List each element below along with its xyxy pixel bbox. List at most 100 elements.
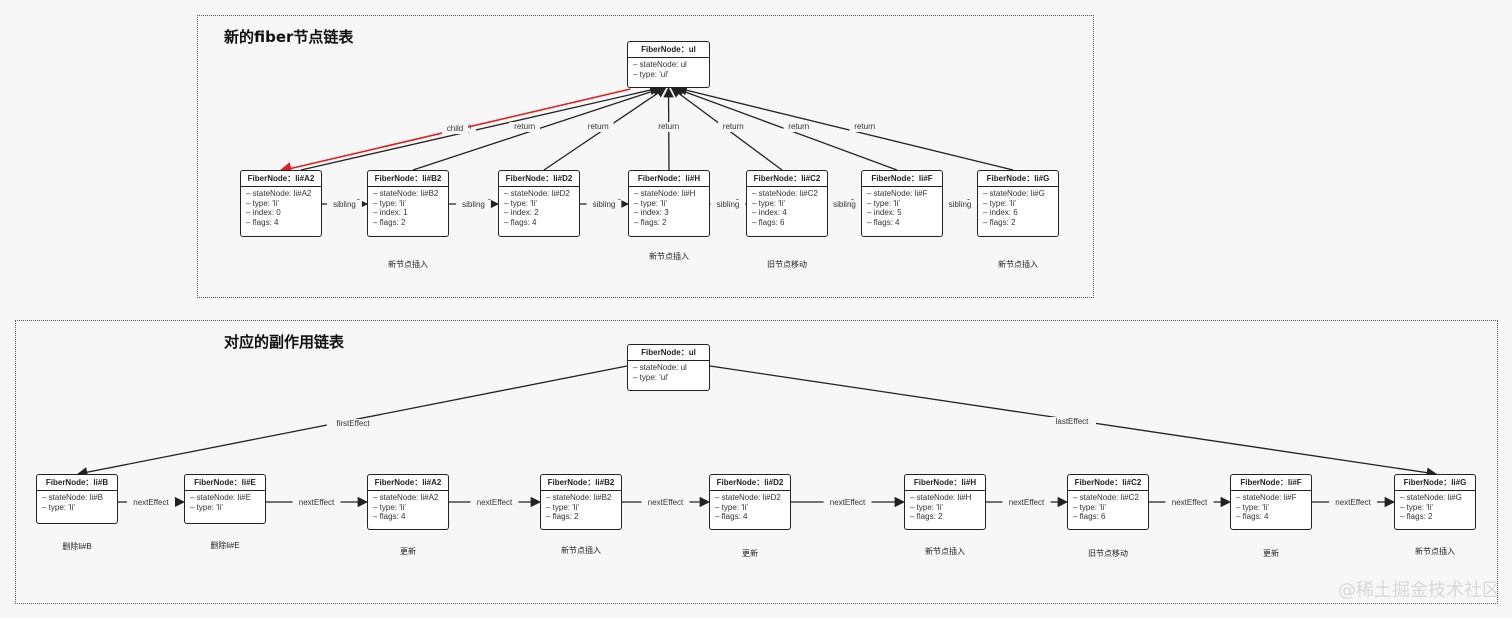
node-property: – type: 'li' — [634, 198, 667, 208]
effect-node-h: FiberNode：li#H– stateNode: li#H– type: '… — [904, 474, 986, 530]
return-label-bg — [849, 122, 880, 132]
effect-caption: 更新 — [1263, 549, 1279, 558]
node-property: – type: 'li' — [373, 198, 406, 208]
node-property: – type: 'li' — [1073, 502, 1106, 512]
sibling-label: sibling — [333, 200, 356, 209]
effect-node-f: FiberNode：li#F– stateNode: li#F– type: '… — [1230, 474, 1312, 530]
node-property: – flags: 6 — [1073, 512, 1106, 522]
node-property: – stateNode: li#G — [983, 188, 1045, 198]
fiber-node-ul: FiberNode：ul– stateNode: ul– type: 'ul' — [627, 41, 710, 88]
node-property: – stateNode: li#F — [867, 188, 928, 198]
node-property: – type: 'li' — [867, 198, 900, 208]
node-title: FiberNode：li#G — [1395, 475, 1475, 491]
node-property: – stateNode: li#F — [1236, 492, 1297, 502]
last-effect-label: lastEffect — [1056, 417, 1090, 426]
next-effect-label-bg — [823, 498, 872, 508]
return-label: return — [588, 122, 609, 131]
sibling-label-bg — [456, 200, 491, 210]
sibling-label: sibling — [833, 200, 856, 209]
next-effect-label-bg — [1002, 498, 1051, 508]
node-property: – type: 'li' — [42, 502, 75, 512]
effect-node-g: FiberNode：li#G– stateNode: li#G– type: '… — [1394, 474, 1476, 530]
node-property: – type: 'li' — [1236, 502, 1269, 512]
node-title: FiberNode：li#A2 — [241, 171, 321, 187]
new-fiber-title: 新的fiber节点链表 — [224, 28, 354, 46]
node-property: – flags: 2 — [546, 512, 579, 522]
node-property: – flags: 2 — [634, 218, 667, 228]
node-property: – flags: 4 — [373, 512, 406, 522]
node-property: – type: 'li' — [504, 198, 537, 208]
return-label: return — [723, 122, 744, 131]
node-property: – flags: 4 — [867, 218, 900, 228]
node-property: – index: 0 — [246, 208, 281, 218]
node-property: – stateNode: li#H — [634, 188, 696, 198]
return-label: return — [658, 122, 679, 131]
node-property: – stateNode: ul — [633, 59, 687, 69]
next-effect-label-bg — [292, 498, 341, 508]
effect-caption: 旧节点移动 — [1088, 549, 1128, 558]
effect-node-d2: FiberNode：li#D2– stateNode: li#D2– type:… — [709, 474, 791, 530]
effect-root-ul: FiberNode：ul– stateNode: ul– type: 'ul' — [627, 344, 710, 391]
node-property: – stateNode: li#C2 — [752, 188, 818, 198]
fiber-node-a2: FiberNode：li#A2– stateNode: li#A2– type:… — [240, 170, 322, 237]
node-title: FiberNode：li#D2 — [710, 475, 790, 491]
node-property: – type: 'li' — [1400, 502, 1433, 512]
next-effect-label: nextEffect — [477, 498, 513, 507]
node-property: – stateNode: li#B2 — [546, 492, 612, 502]
node-property: – type: 'li' — [546, 502, 579, 512]
sibling-label-bg — [586, 200, 622, 210]
node-property: – stateNode: ul — [633, 362, 687, 372]
effect-node-a2: FiberNode：li#A2– stateNode: li#A2– type:… — [367, 474, 449, 530]
fiber-node-h: FiberNode：li#H– stateNode: li#H– type: '… — [628, 170, 710, 237]
first-effect-label-bg — [326, 419, 380, 429]
next-effect-label: nextEffect — [299, 498, 335, 507]
next-effect-label-bg — [470, 498, 519, 508]
node-property: – index: 3 — [634, 208, 669, 218]
node-property: – flags: 2 — [910, 512, 943, 522]
effect-node-b: FiberNode：li#B– stateNode: li#B– type: '… — [36, 474, 118, 524]
node-property: – type: 'ul' — [633, 372, 669, 382]
node-property: – type: 'li' — [910, 502, 943, 512]
node-title: FiberNode：li#F — [862, 171, 942, 187]
new-fiber-frame — [197, 15, 1094, 298]
node-caption: 新节点插入 — [649, 252, 689, 261]
next-effect-label: nextEffect — [1172, 498, 1208, 507]
effect-caption: 删除li#E — [210, 541, 240, 550]
node-property: – index: 2 — [504, 208, 539, 218]
node-property: – stateNode: li#D2 — [715, 492, 781, 502]
effect-caption: 更新 — [742, 549, 758, 558]
node-title: FiberNode：li#G — [978, 171, 1058, 187]
node-caption: 新节点插入 — [388, 260, 428, 269]
node-property: – stateNode: li#H — [910, 492, 972, 502]
node-title: FiberNode：li#E — [185, 475, 265, 491]
node-title: FiberNode：li#C2 — [747, 171, 827, 187]
node-property: – flags: 4 — [1236, 512, 1269, 522]
sibling-label: sibling — [462, 200, 485, 209]
node-property: – type: 'li' — [190, 502, 223, 512]
effect-caption: 新节点插入 — [1415, 547, 1455, 556]
child-label-bg — [442, 124, 468, 134]
effect-caption: 新节点插入 — [561, 546, 601, 555]
node-property: – flags: 4 — [504, 218, 537, 228]
node-property: – type: 'li' — [752, 198, 785, 208]
sibling-label: sibling — [593, 200, 616, 209]
return-label-bg — [653, 122, 684, 132]
node-title: FiberNode：li#H — [629, 171, 709, 187]
node-caption: 新节点插入 — [998, 260, 1038, 269]
return-label: return — [514, 122, 535, 131]
child-label: child — [447, 124, 463, 133]
effect-list-frame — [15, 320, 1498, 604]
sibling-label-bg — [942, 200, 978, 210]
node-property: – flags: 2 — [373, 218, 406, 228]
fiber-node-c2: FiberNode：li#C2– stateNode: li#C2– type:… — [746, 170, 828, 237]
sibling-label-bg — [327, 200, 362, 210]
effect-caption: 更新 — [400, 547, 416, 556]
fiber-node-d2: FiberNode：li#D2– stateNode: li#D2– type:… — [498, 170, 580, 237]
node-property: – stateNode: li#D2 — [504, 188, 570, 198]
next-effect-label-bg — [1165, 498, 1214, 508]
effect-caption: 新节点插入 — [925, 547, 965, 556]
node-caption: 旧节点移动 — [767, 260, 807, 269]
node-property: – flags: 4 — [246, 218, 279, 228]
node-property: – stateNode: li#G — [1400, 492, 1462, 502]
